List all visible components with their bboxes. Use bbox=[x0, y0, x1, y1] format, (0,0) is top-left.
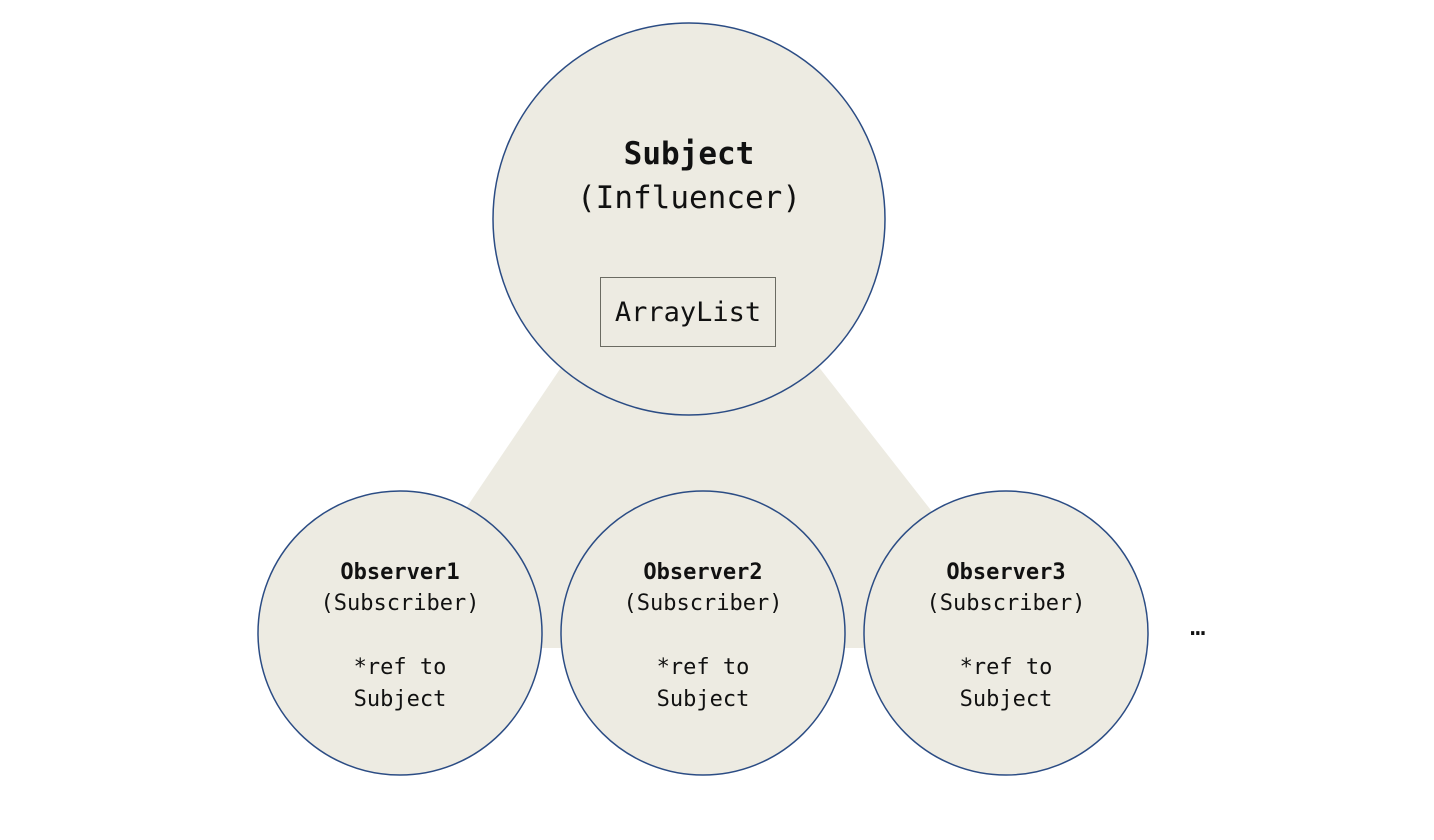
observer2-ref-line2: Subject bbox=[656, 687, 750, 712]
observer2-subtitle: (Subscriber) bbox=[623, 591, 783, 616]
observer3-ref-line2: Subject bbox=[959, 687, 1053, 712]
observer3-ref-line1: *ref to bbox=[959, 655, 1053, 680]
observer1-title: Observer1 bbox=[340, 560, 460, 585]
observer1-ref-line2: Subject bbox=[353, 687, 447, 712]
observer2-circle bbox=[560, 490, 846, 776]
subject-title: Subject bbox=[623, 136, 755, 172]
observer1-ref-line1: *ref to bbox=[353, 655, 447, 680]
observer3-subtitle: (Subscriber) bbox=[926, 591, 1086, 616]
observer1-subtitle: (Subscriber) bbox=[320, 591, 480, 616]
more-observers-ellipsis: … bbox=[1190, 612, 1206, 642]
observer2-title: Observer2 bbox=[643, 560, 763, 585]
observer2-ref-line1: *ref to bbox=[656, 655, 750, 680]
observer1-circle bbox=[257, 490, 543, 776]
observer3-circle bbox=[863, 490, 1149, 776]
subject-subtitle: (Influencer) bbox=[577, 180, 801, 216]
subject-circle bbox=[492, 22, 886, 416]
arraylist-label: ArrayList bbox=[614, 296, 762, 328]
observer3-title: Observer3 bbox=[946, 560, 1066, 585]
arraylist-box: ArrayList bbox=[600, 277, 776, 347]
